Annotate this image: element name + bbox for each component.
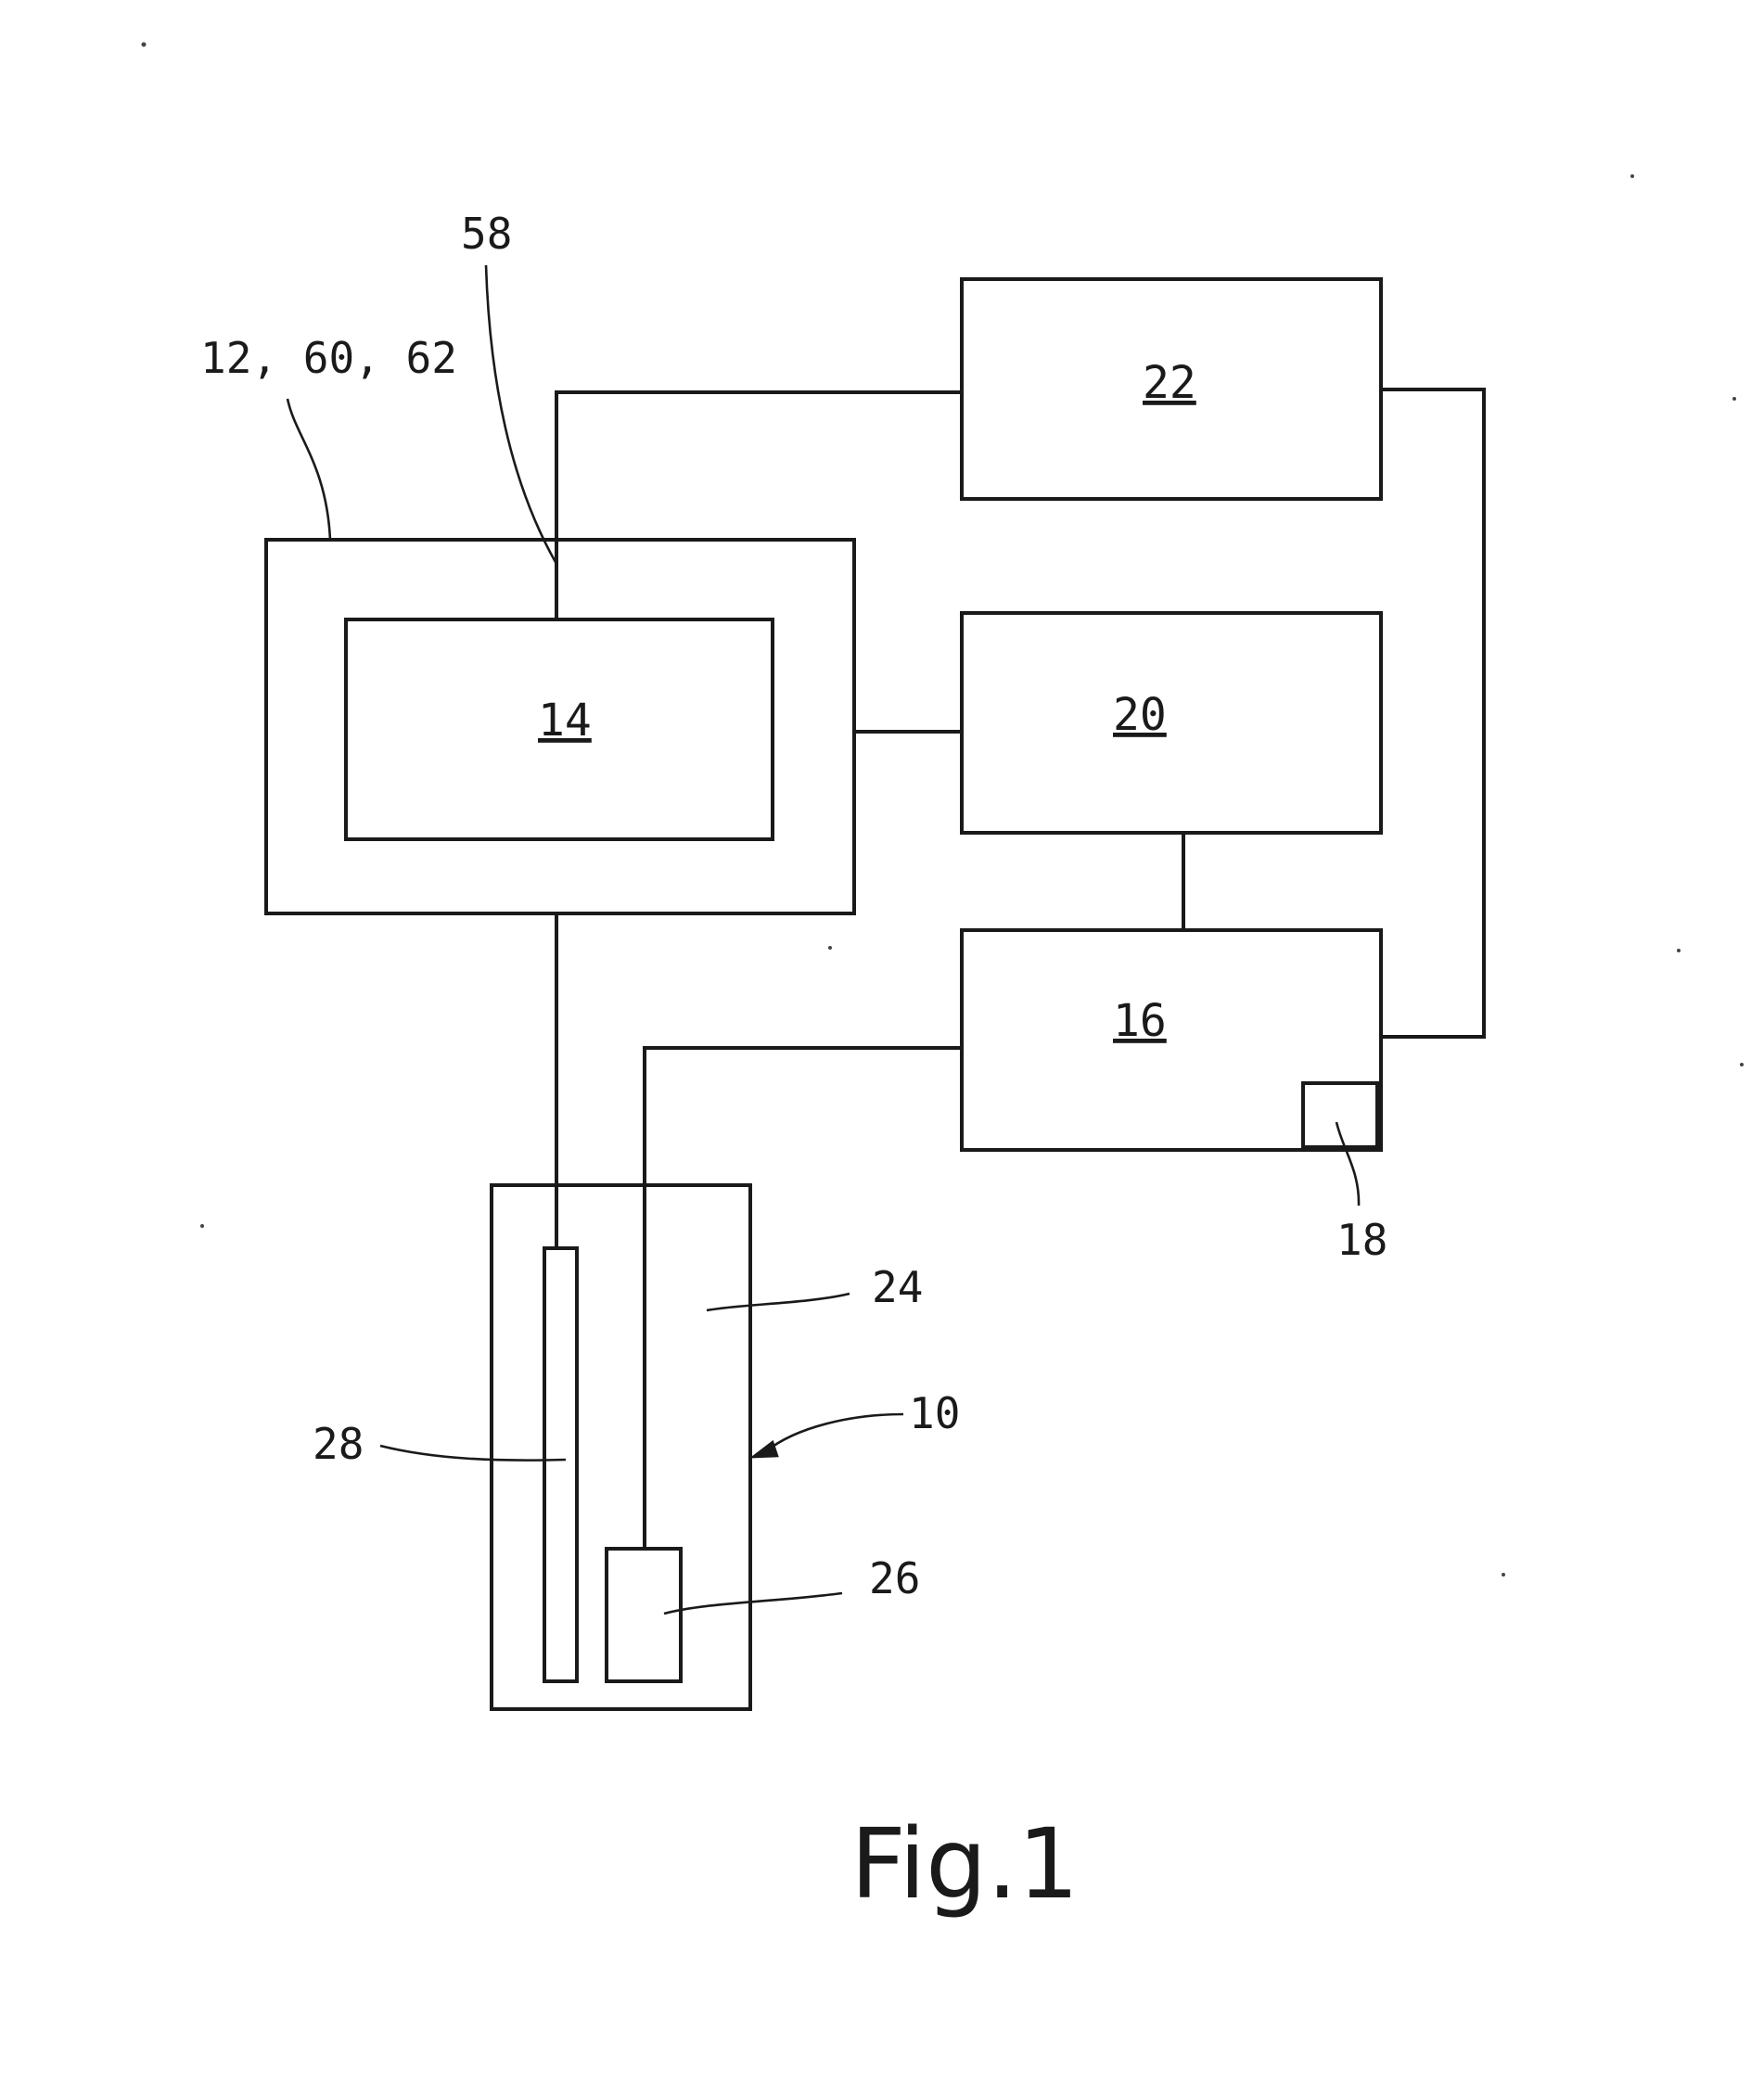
- leader-58: [486, 265, 556, 564]
- label-14: 14: [538, 695, 592, 747]
- label-20: 20: [1113, 689, 1167, 741]
- leader-10-arrow: [766, 1414, 903, 1451]
- line-block22-to-block16: [1381, 389, 1484, 1037]
- leader-26: [664, 1593, 842, 1614]
- arrowhead-10: [753, 1442, 777, 1457]
- label-26: 26: [869, 1553, 920, 1603]
- label-12-60-62: 12, 60, 62: [200, 333, 457, 383]
- scan-speck: [1740, 1063, 1744, 1066]
- leader-18: [1336, 1122, 1359, 1206]
- label-28: 28: [313, 1419, 364, 1469]
- label-16: 16: [1113, 995, 1167, 1047]
- label-18: 18: [1336, 1215, 1387, 1265]
- scan-speck: [1630, 174, 1634, 178]
- element-26: [607, 1549, 681, 1681]
- line-58-unit14-to-block22: [556, 392, 962, 619]
- label-24: 24: [872, 1262, 923, 1312]
- label-22: 22: [1143, 357, 1196, 409]
- leader-24: [707, 1294, 850, 1310]
- scan-speck: [1732, 397, 1736, 401]
- scan-speck: [1502, 1573, 1505, 1577]
- scan-speck: [142, 43, 147, 47]
- vessel-10: [492, 1185, 750, 1709]
- scan-speck: [200, 1224, 204, 1228]
- leader-12-60-62: [288, 399, 330, 540]
- label-58: 58: [461, 209, 512, 259]
- block-16: [962, 930, 1381, 1150]
- leader-28: [380, 1446, 566, 1461]
- element-28: [544, 1248, 577, 1681]
- block-20: [962, 613, 1381, 833]
- scan-speck: [828, 946, 832, 950]
- scan-speck: [1677, 949, 1681, 952]
- figure-caption: Fig.1: [850, 1807, 1079, 1921]
- label-10: 10: [909, 1388, 960, 1438]
